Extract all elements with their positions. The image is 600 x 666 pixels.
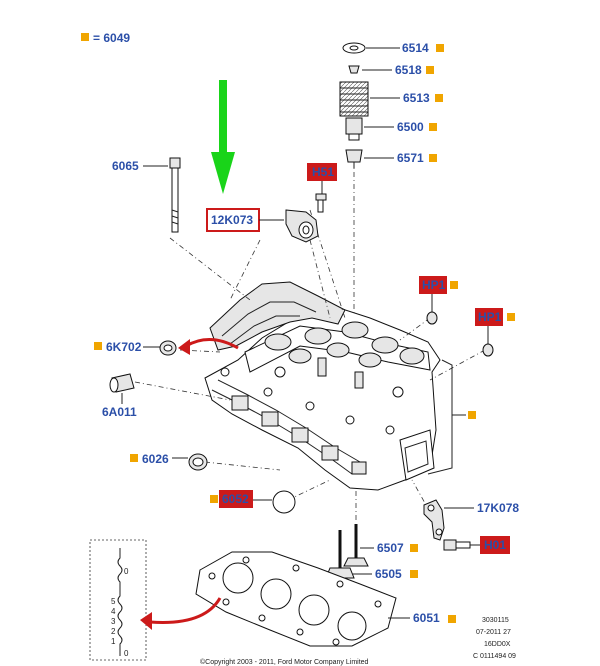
marker-6571 (429, 154, 437, 162)
label-6K702[interactable]: 6K702 (106, 340, 142, 354)
marker-6505 (410, 570, 418, 578)
part-6518-retainer (348, 65, 360, 74)
inset-num-5: 5 (111, 597, 116, 606)
part-6500-lifter (345, 117, 363, 141)
part-6505-valve (325, 530, 355, 579)
part-12K073-sensor (285, 209, 319, 243)
red-arrow-upper-icon (178, 338, 239, 355)
marker-6052 (210, 495, 218, 503)
label-HP1-upper[interactable]: HP1 (422, 278, 446, 292)
part-HP1-plug-upper (426, 311, 438, 325)
marker-HP1-right (507, 313, 515, 321)
inset-num-3: 3 (111, 617, 116, 626)
marker-HP1-upper (450, 281, 458, 289)
cam-caps (264, 321, 425, 368)
marker-6513 (435, 94, 443, 102)
inset-num-1: 1 (111, 637, 116, 646)
part-HP1-plug-right (482, 343, 494, 357)
part-6514-keeper (342, 42, 366, 54)
part-6051-head-gasket (195, 551, 397, 647)
part-6513-spring (339, 81, 369, 117)
label-6065[interactable]: 6065 (112, 159, 139, 173)
label-6505[interactable]: 6505 (375, 567, 402, 581)
part-6052-plug (272, 490, 296, 514)
label-6513[interactable]: 6513 (403, 91, 430, 105)
highlight-HP1-upper (419, 276, 447, 294)
marker-6K702 (94, 342, 102, 350)
highlight-H01 (480, 536, 510, 554)
label-6507[interactable]: 6507 (377, 541, 404, 555)
label-6571[interactable]: 6571 (397, 151, 424, 165)
meta-line-1: 3030115 (482, 617, 509, 624)
label-6514[interactable]: 6514 (402, 41, 429, 55)
part-6507-valve (343, 524, 369, 567)
part-6065-head-bolt (169, 157, 181, 233)
part-H01-bolt (443, 539, 471, 551)
marker-6500 (429, 123, 437, 131)
part-H51-bolt (315, 193, 327, 213)
label-6A011[interactable]: 6A011 (102, 405, 137, 419)
part-17K078-bracket (423, 499, 445, 541)
label-12K073[interactable]: 12K073 (211, 213, 253, 227)
green-arrow-icon (211, 80, 235, 194)
marker-6507 (410, 544, 418, 552)
gasket-id-inset: 0 5 4 3 2 1 0 (89, 539, 147, 661)
marker-6049 (81, 33, 89, 41)
marker-6051 (448, 615, 456, 623)
marker-6514 (436, 44, 444, 52)
dashed-center-lines (134, 160, 486, 520)
part-6A011-bushing (109, 373, 135, 393)
highlight-H51 (307, 163, 337, 181)
label-6049[interactable]: = 6049 (93, 31, 130, 45)
meta-line-3: 16DD0X (484, 641, 511, 648)
label-17K078[interactable]: 17K078 (477, 501, 519, 515)
bracket-line (427, 359, 476, 475)
part-6571-seal (345, 149, 363, 168)
label-HP1-right[interactable]: HP1 (478, 310, 502, 324)
inset-num-0-top: 0 (124, 567, 129, 576)
red-arrow-lower-icon (140, 597, 222, 630)
label-6500[interactable]: 6500 (397, 120, 424, 134)
meta-line-2: 07-2011 27 (476, 629, 511, 636)
highlight-HP1-right (475, 308, 503, 326)
meta-line-4: C 0111494 09 (473, 653, 516, 660)
cylinder-head-assembly (204, 281, 441, 491)
part-6K702-seal (159, 340, 177, 356)
label-6051[interactable]: 6051 (413, 611, 440, 625)
label-H01[interactable]: H01 (484, 538, 506, 552)
inset-num-2: 2 (111, 627, 116, 636)
inset-num-4: 4 (111, 607, 116, 616)
label-6026[interactable]: 6026 (142, 452, 169, 466)
marker-6518 (426, 66, 434, 74)
marker-6026 (130, 454, 138, 462)
label-6518[interactable]: 6518 (395, 63, 422, 77)
label-H51[interactable]: H51 (312, 165, 334, 179)
inset-num-0-bottom: 0 (124, 649, 129, 658)
copyright-text: ©Copyright 2003 - 2011, Ford Motor Compa… (200, 658, 369, 666)
highlight-6052 (219, 490, 253, 508)
label-6052[interactable]: 6052 (222, 492, 249, 506)
part-6026-plug (188, 453, 208, 471)
